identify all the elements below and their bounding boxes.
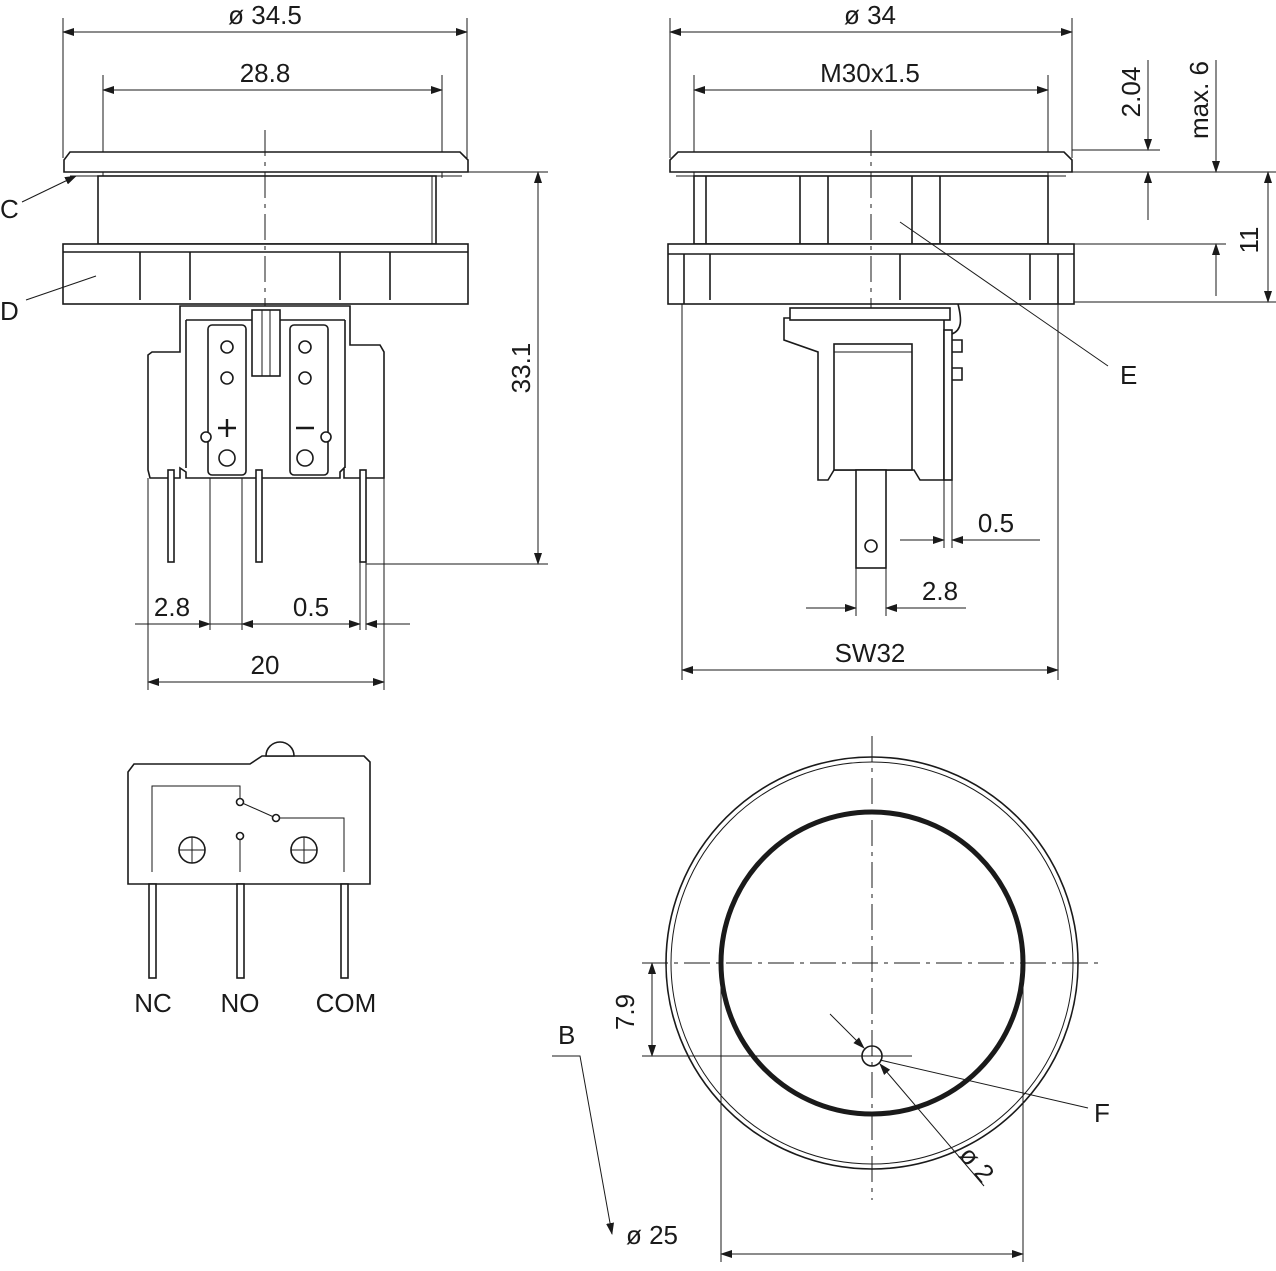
pin-com [359, 469, 367, 563]
dim-top-hole: ø 2 [953, 1140, 1000, 1188]
schematic-pin-no [236, 883, 245, 979]
terminal-plus [207, 324, 247, 476]
dim-side-button-height: 2.04 [1116, 67, 1146, 118]
side-switch-collar [789, 307, 951, 321]
lamp-socket [251, 309, 281, 377]
label-b: B [558, 1020, 575, 1050]
side-terminal [943, 329, 953, 481]
button-cap [63, 151, 469, 173]
switch-schematic: NC NO COM [127, 741, 377, 1018]
label-d: D [0, 296, 19, 326]
label-pin-com: COM [316, 988, 377, 1018]
microswitch-plunger [265, 741, 295, 757]
label-f: F [1094, 1098, 1110, 1128]
side-actuator [833, 343, 913, 471]
label-c: C [0, 194, 19, 224]
front-view: ø 34.5 28.8 + − [0, 0, 548, 690]
top-view: 7.9 ø 2 F B ø 25 [552, 736, 1110, 1262]
dim-side-wrench-size: SW32 [835, 638, 906, 668]
schematic-pin-nc [148, 883, 157, 979]
dim-front-bezel-width: 28.8 [240, 58, 291, 88]
side-view: ø 34 M30x1.5 0.5 [667, 0, 1276, 680]
dim-side-thread: M30x1.5 [820, 58, 920, 88]
dim-side-outer-diameter: ø 34 [844, 0, 896, 30]
button-body [97, 175, 437, 245]
schematic-pin-com [340, 883, 349, 979]
microswitch-body [127, 755, 371, 885]
dim-front-height: 33.1 [506, 343, 536, 394]
dim-side-bezel-height: 11 [1234, 227, 1264, 254]
pin-no [255, 469, 263, 563]
label-e: E [1120, 360, 1137, 390]
dim-front-outer-diameter: ø 34.5 [228, 0, 302, 30]
dim-top-offset: 7.9 [610, 994, 640, 1030]
dim-side-pin-width: 2.8 [922, 576, 958, 606]
outer-bezel-ring [665, 756, 1079, 1170]
dim-side-pin-thickness: 0.5 [978, 508, 1014, 538]
terminal-minus [289, 324, 329, 476]
dim-front-pin-thickness: 0.5 [293, 592, 329, 622]
side-pin [855, 469, 887, 569]
pin-nc [167, 469, 175, 563]
label-pin-nc: NC [134, 988, 172, 1018]
dim-front-pin-width: 2.8 [154, 592, 190, 622]
dim-side-max-travel: max. 6 [1184, 61, 1214, 139]
label-pin-no: NO [221, 988, 260, 1018]
dim-front-pin-spacing: 20 [251, 650, 280, 680]
dim-top-inner-diameter: ø 25 [626, 1220, 678, 1250]
